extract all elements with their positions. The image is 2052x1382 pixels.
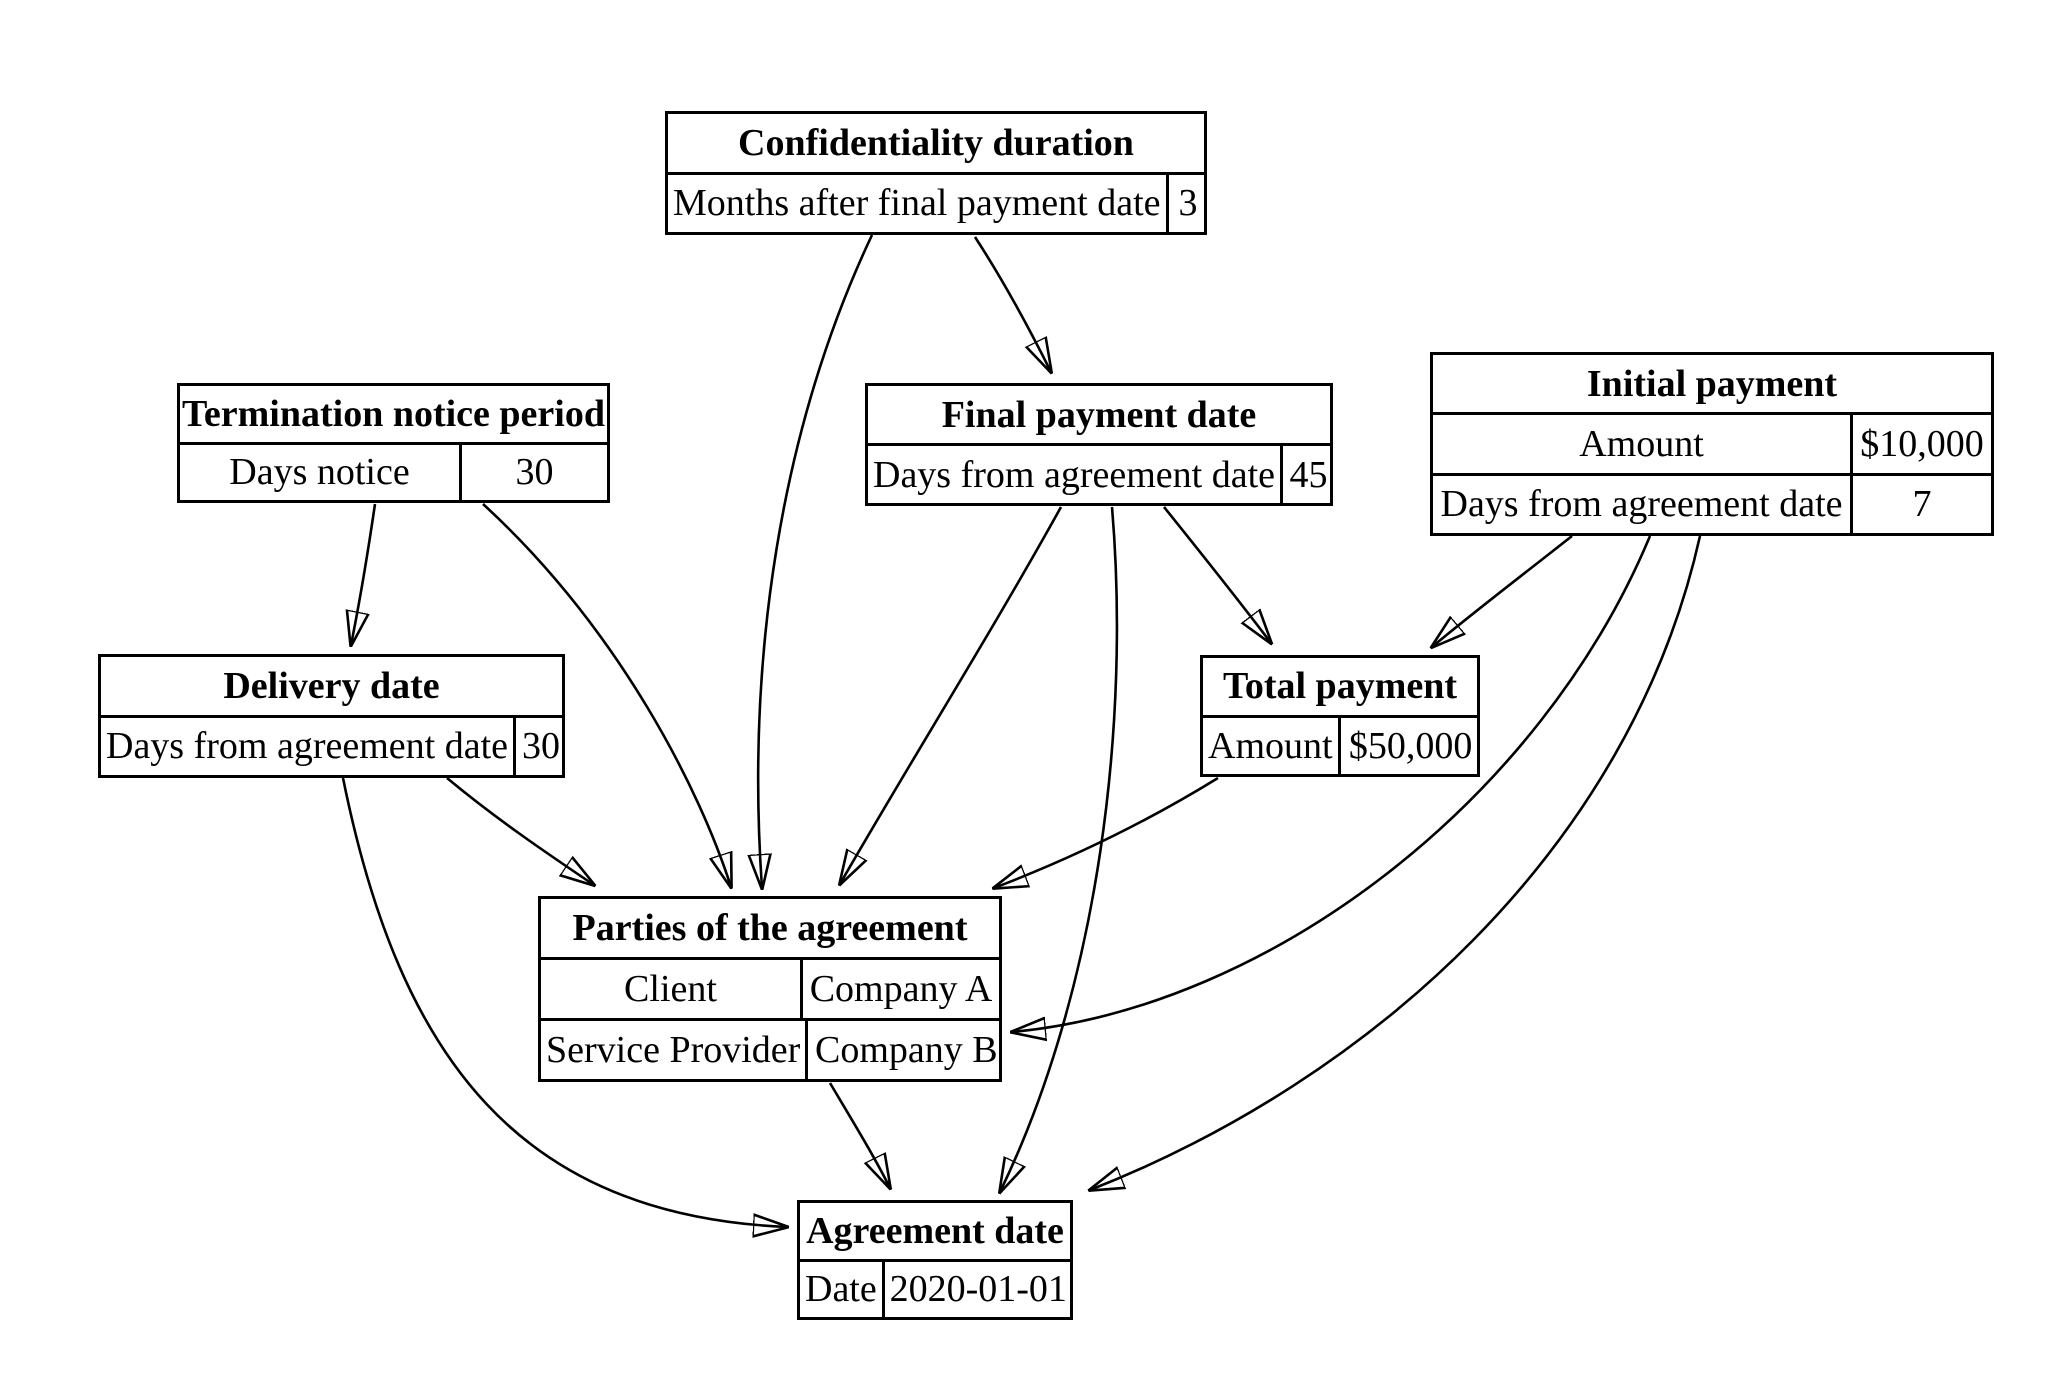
table-row: Days notice 30 [180, 441, 607, 500]
node-title: Final payment date [941, 393, 1257, 436]
field-value: 45 [1280, 446, 1334, 503]
edge-final-payment-to-agreement-date [1000, 506, 1119, 1192]
field-label: Client [624, 968, 717, 1010]
node-title: Initial payment [1586, 362, 1838, 405]
edge-confidentiality-to-final-payment [973, 236, 1051, 372]
node-initial-payment: Initial payment Amount $10,000 Days from… [1430, 352, 1994, 536]
node-parties-of-the-agreement: Parties of the agreement Client Company … [538, 896, 1002, 1082]
edge-delivery-to-parties [446, 777, 594, 885]
table-row: Amount $10,000 [1433, 412, 1991, 473]
node-title: Termination notice period [182, 392, 605, 435]
node-title: Confidentiality duration [738, 121, 1134, 164]
node-delivery-date: Delivery date Days from agreement date 3… [98, 654, 565, 778]
field-value: 30 [459, 444, 607, 500]
edge-final-payment-to-parties [840, 506, 1063, 884]
node-final-payment-date: Final payment date Days from agreement d… [865, 383, 1333, 506]
field-value: 2020-01-01 [881, 1261, 1072, 1317]
field-value: 30 [513, 717, 566, 775]
field-label: Months after final payment date [673, 182, 1161, 225]
field-label: Days from agreement date [873, 453, 1275, 496]
field-label: Date [805, 1268, 877, 1311]
node-agreement-date: Agreement date Date 2020-01-01 [797, 1200, 1073, 1320]
table-row: Amount $50,000 [1203, 714, 1477, 774]
field-value: 3 [1165, 174, 1208, 232]
field-value: Company A [800, 960, 999, 1018]
table-row: Days from agreement date 7 [1433, 472, 1991, 533]
field-label: Days notice [229, 451, 410, 494]
field-label: Days from agreement date [1440, 483, 1843, 526]
table-row: Months after final payment date 3 [668, 171, 1204, 232]
node-confidentiality-duration: Confidentiality duration Months after fi… [665, 111, 1207, 235]
edge-initial-payment-to-agreement-date [1090, 535, 1702, 1190]
node-title: Total payment [1222, 665, 1457, 708]
field-value: Company B [805, 1021, 1004, 1079]
node-total-payment: Total payment Amount $50,000 [1200, 655, 1480, 777]
field-value: $50,000 [1337, 717, 1481, 774]
edge-parties-to-agreement-date [828, 1082, 890, 1188]
table-row: Client Company A [541, 957, 999, 1018]
edge-final-payment-to-total-payment [1162, 506, 1271, 643]
node-termination-notice-period: Termination notice period Days notice 30 [177, 383, 610, 503]
field-label: Amount [1579, 422, 1704, 465]
field-value: 7 [1850, 475, 1991, 533]
edge-total-payment-to-parties [994, 776, 1219, 888]
field-value: $10,000 [1850, 415, 1991, 473]
node-title: Delivery date [223, 664, 440, 707]
field-label: Days from agreement date [106, 725, 508, 768]
edge-initial-payment-to-parties [1012, 535, 1652, 1032]
edge-initial-payment-to-total-payment [1432, 534, 1573, 647]
node-title: Parties of the agreement [572, 907, 968, 949]
field-label: Amount [1208, 724, 1333, 767]
table-row: Service Provider Company B [541, 1018, 999, 1079]
table-row: Days from agreement date 45 [868, 443, 1330, 503]
field-label: Service Provider [546, 1029, 801, 1071]
node-title: Agreement date [806, 1209, 1064, 1252]
edge-termination-to-delivery [351, 503, 377, 645]
table-row: Days from agreement date 30 [101, 714, 562, 775]
table-row: Date 2020-01-01 [800, 1258, 1072, 1317]
edge-confidentiality-to-parties [758, 234, 874, 888]
